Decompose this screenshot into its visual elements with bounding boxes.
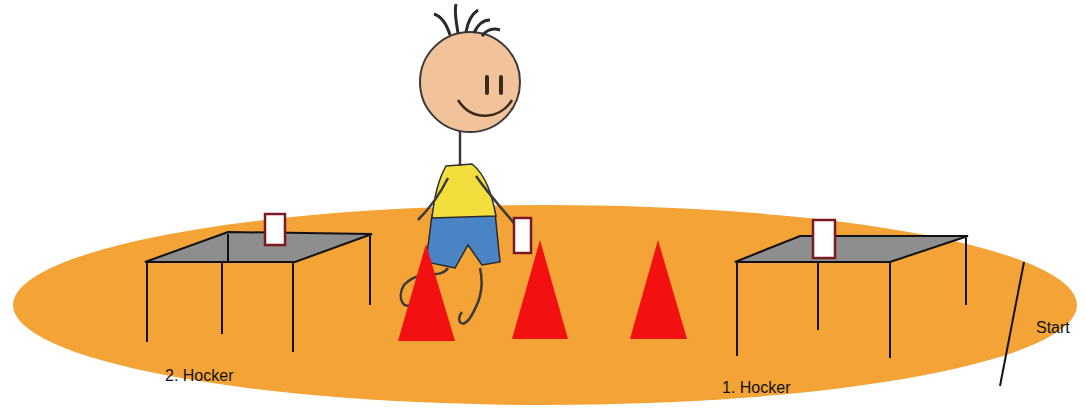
floor-ellipse <box>13 205 1077 405</box>
text-label: Start <box>1036 318 1070 337</box>
cone <box>398 244 455 341</box>
text-label: 1. Hocker <box>722 378 790 397</box>
card <box>265 214 285 245</box>
cone <box>630 240 687 339</box>
card <box>514 218 531 253</box>
stool <box>735 236 968 358</box>
stool <box>145 232 372 352</box>
start-line <box>1000 262 1024 386</box>
text-label: 2. Hocker <box>165 366 233 385</box>
cone <box>512 240 568 339</box>
card <box>813 220 835 258</box>
